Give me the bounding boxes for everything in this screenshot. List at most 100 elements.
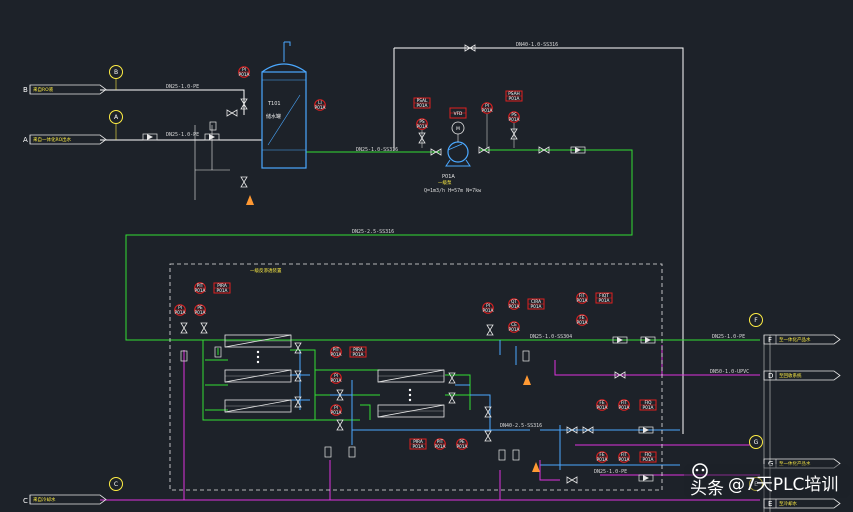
svg-text:VFD: VFD	[454, 111, 463, 117]
svg-text:P01A: P01A	[643, 457, 654, 463]
pipe-skid-blue-2	[499, 340, 680, 470]
svg-text:Q=1m3/h H=57m N=7kw: Q=1m3/h H=57m N=7kw	[424, 188, 482, 194]
svg-text:P01A: P01A	[195, 288, 206, 294]
svg-text:P01A: P01A	[577, 298, 588, 304]
svg-text:P01A: P01A	[457, 444, 468, 450]
pump-p01a: M P01A 一级泵 Q=1m3/h H=57m N=7kw	[424, 121, 482, 194]
watermark: 头条 @7天PLC培训	[684, 463, 850, 499]
svg-text:至一体化产品水: 至一体化产品水	[779, 336, 811, 343]
line-cooling: DN40-2.5-SS316	[500, 423, 542, 429]
svg-text:P01A: P01A	[509, 96, 520, 102]
svg-text:P01A: P01A	[509, 117, 520, 123]
svg-text:FIQ: FIQ	[644, 452, 652, 458]
stream-d: D 至回收系统 DN50-1.0-UPVC	[710, 369, 841, 381]
mid-pi: PI P01A	[482, 302, 494, 314]
svg-text:来自冷却水: 来自冷却水	[33, 496, 56, 503]
svg-text:储水罐: 储水罐	[266, 113, 281, 120]
svg-text:M: M	[456, 126, 460, 132]
sk-pit: PIT P01A	[194, 282, 206, 294]
svg-text:P01A: P01A	[599, 298, 610, 304]
bl-pira: PIRA P01A	[409, 438, 427, 450]
svg-text:FE: FE	[599, 400, 604, 406]
svg-text:B: B	[23, 86, 28, 94]
svg-text:P01A: P01A	[619, 405, 630, 411]
svg-text:至冷却水: 至冷却水	[779, 500, 797, 507]
svg-text:至回收系统: 至回收系统	[779, 372, 802, 379]
m2-pira: PIRA P01A	[349, 346, 367, 358]
pump-psah: PSAH P01A	[505, 90, 523, 102]
sk-pi: PI P01A	[174, 304, 186, 316]
pump-ps2: PS P01A	[508, 111, 520, 123]
svg-text:P01A: P01A	[483, 308, 494, 314]
svg-text:PE: PE	[459, 439, 465, 445]
svg-text:P01A: P01A	[331, 378, 342, 384]
svg-text:DN25-1.0-PE: DN25-1.0-PE	[166, 84, 199, 90]
skid-boundary	[169, 263, 663, 491]
svg-text:FE: FE	[579, 315, 584, 321]
m2-pi: PI P01A	[330, 372, 342, 384]
svg-text:F: F	[754, 317, 758, 324]
storage-tank: T101 储水罐	[261, 41, 307, 169]
svg-text:P01A: P01A	[217, 288, 228, 294]
svg-text:P01A: P01A	[531, 304, 542, 310]
svg-text:至一体化产品水: 至一体化产品水	[779, 460, 811, 467]
svg-text:PIRA: PIRA	[353, 347, 363, 353]
svg-text:C: C	[114, 481, 118, 488]
svg-text:P01A: P01A	[417, 124, 428, 130]
svg-text:FIQT: FIQT	[599, 293, 609, 299]
svg-text:B: B	[114, 69, 118, 76]
stream-b: B 来自RO液 B DN25-1.0-PE	[23, 65, 199, 95]
br-fe: FE P01A	[596, 399, 608, 411]
svg-text:P01A: P01A	[482, 108, 493, 114]
pump-vfd: VFD	[449, 107, 467, 119]
svg-text:P01A: P01A	[442, 174, 455, 180]
br-fit: FIT P01A	[618, 399, 630, 411]
br-fiq: FIQ P01A	[639, 399, 657, 411]
svg-text:P01A: P01A	[509, 304, 520, 310]
svg-text:G: G	[754, 439, 759, 446]
svg-text:FE: FE	[599, 452, 604, 458]
svg-text:FIT: FIT	[579, 293, 586, 299]
svg-text:A: A	[23, 136, 28, 144]
svg-text:PI: PI	[486, 303, 490, 309]
br2-fiq: FIQ P01A	[639, 451, 657, 463]
svg-text:D: D	[768, 372, 773, 380]
svg-text:P01A: P01A	[239, 72, 250, 78]
svg-text:CIRA: CIRA	[531, 299, 541, 305]
svg-text:P01A: P01A	[509, 327, 520, 333]
m2-pit: PIT P01A	[330, 346, 342, 358]
svg-text:P01A: P01A	[597, 405, 608, 411]
svg-text:FIT: FIT	[621, 452, 628, 458]
line-product: DN25-1.0-SS304	[530, 334, 572, 340]
svg-text:PI: PI	[178, 305, 182, 311]
pipe-top-return	[393, 47, 684, 430]
bl-pit: PIT P01A	[434, 438, 446, 450]
stream-f: F 至一体化产品水 F DN25-1.0-PE	[712, 313, 841, 345]
mid-ce: CE P01A	[508, 321, 520, 333]
svg-text:来自RO液: 来自RO液	[33, 86, 54, 93]
stream-a: A 来自一体化RO出水 A DN25-1.0-PE	[23, 110, 199, 145]
pipe-feed-b	[100, 89, 245, 115]
svg-text:P01A: P01A	[435, 444, 446, 450]
br2-fit: FIT P01A	[618, 451, 630, 463]
svg-text:PSAH: PSAH	[508, 91, 520, 97]
svg-text:FIT: FIT	[621, 400, 628, 406]
svg-text:QT: QT	[511, 299, 517, 305]
svg-text:G: G	[768, 460, 773, 468]
mid-qt: QT P01A	[508, 298, 520, 310]
m2-pi2: PI P01A	[330, 404, 342, 416]
svg-text:PS: PS	[419, 119, 425, 125]
svg-text:DN50-1.0-UPVC: DN50-1.0-UPVC	[710, 369, 749, 375]
pump-ps: PS P01A	[416, 118, 428, 130]
svg-text:PS: PS	[511, 112, 517, 118]
watermark-platform: 头条	[690, 479, 724, 499]
svg-text:P01A: P01A	[175, 310, 186, 316]
svg-text:DN25-1.0-PE: DN25-1.0-PE	[166, 132, 199, 138]
svg-text:E: E	[754, 481, 758, 488]
svg-text:P01A: P01A	[413, 444, 424, 450]
svg-text:LI: LI	[318, 100, 322, 106]
svg-text:PIRA: PIRA	[413, 439, 423, 445]
svg-text:CE: CE	[511, 322, 517, 328]
skid-title: 一级反渗透装置	[250, 267, 282, 274]
